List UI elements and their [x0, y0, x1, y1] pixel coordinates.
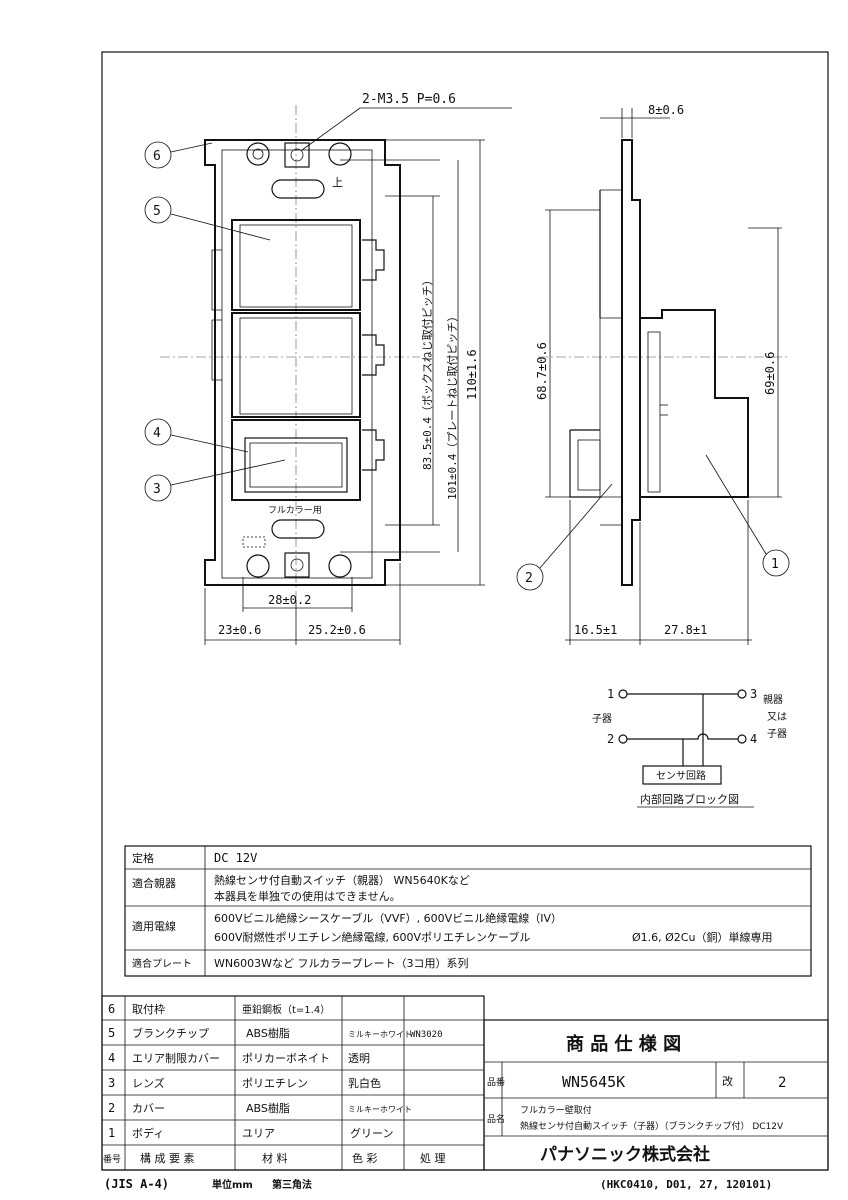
terminal-1: 1	[607, 687, 614, 701]
part-color: グリーン	[350, 1126, 393, 1140]
spec-table: 定格 DC 12V 適合親器 熱線センサ付自動スイッチ（親器） WN5640Kな…	[124, 845, 812, 977]
spec-value-parent-1: 熱線センサ付自動スイッチ（親器） WN5640Kなど	[214, 873, 470, 887]
parent-label-1: 親器	[763, 693, 783, 706]
sensor-circuit-label: センサ回路	[656, 769, 706, 782]
spec-value-parent-2: 本器具を単独での使用はできません。	[214, 889, 401, 903]
spec-label-plate: 適合プレート	[132, 957, 192, 970]
footer-paper: (JIS A-4)	[104, 1177, 169, 1191]
part-material: 亜鉛鋼板（t=1.4）	[242, 1003, 330, 1016]
part-name: 取付枠	[132, 1002, 165, 1016]
part-color: 乳白色	[348, 1076, 381, 1090]
balloon-6: 6	[153, 149, 161, 164]
part-no: 6	[108, 1002, 115, 1016]
dim-width-28: 28±0.2	[268, 593, 311, 607]
balloon-3: 3	[153, 482, 161, 497]
footer-code: (HKC0410, D01, 27, 120101)	[600, 1178, 772, 1191]
spec-value-wire-1: 600Vビニル絶縁シースケーブル（VVF）, 600Vビニル絶縁電線（IV）	[214, 911, 562, 925]
part-no: 1	[108, 1126, 115, 1140]
footer-unit: 単位mm	[212, 1178, 253, 1191]
dim-plate-pitch: 101±0.4（プレートねじ取付ピッチ）	[446, 311, 459, 500]
title-block: 商 品 仕 様 図 品番 WN5645K 改 2 品名 フルカラー壁取付 熱線セ…	[483, 1019, 829, 1171]
balloon-1: 1	[771, 557, 779, 572]
parts-header-color: 色 彩	[352, 1151, 378, 1165]
part-name: ブランクチップ	[132, 1026, 209, 1040]
part-material: ABS樹脂	[246, 1026, 290, 1040]
screw-note: 2-M3.5 P=0.6	[362, 92, 456, 107]
dim-height: 110±1.6	[465, 349, 479, 400]
balloon-2: 2	[525, 571, 533, 586]
dim-box-pitch: 83.5±0.4（ボックスねじ取付ピッチ）	[421, 274, 434, 470]
full-color-label: フルカラー用	[268, 505, 322, 516]
circuit-caption: 内部回路ブロック図	[640, 792, 739, 806]
circuit-block-diagram: 1 2 3 4 センサ回路 子器 親器 又は 子器 内部回路ブロック図	[592, 687, 787, 808]
parent-label-2: 又は	[767, 711, 787, 723]
part-color: ミルキーホワイト	[348, 1030, 412, 1039]
dim-thickness: 8±0.6	[648, 103, 684, 117]
child-label: 子器	[592, 713, 612, 725]
parts-header-no: 番号	[103, 1153, 121, 1165]
part-no: 3	[108, 1076, 115, 1090]
part-no: 2	[108, 1101, 115, 1115]
spec-value-wire-2: 600V耐燃性ポリエチレン絶縁電線, 600Vポリエチレンケーブル	[214, 930, 530, 944]
revision: 2	[778, 1075, 786, 1091]
part-number: WN5645K	[562, 1073, 625, 1091]
part-name: エリア制限カバー	[132, 1052, 220, 1065]
side-view: 8±0.6 68.7±0.6 69±0.6 16.5±1 27.8±1 2 1	[516, 103, 790, 645]
dim-depth-16: 16.5±1	[574, 623, 617, 637]
part-no: 5	[108, 1026, 115, 1040]
dim-width-23: 23±0.6	[218, 623, 261, 637]
spec-value-plate: WN6003Wなど フルカラープレート（3コ用）系列	[214, 956, 468, 970]
part-material: ポリエチレン	[242, 1077, 308, 1090]
footer-projection: 第三角法	[272, 1178, 312, 1191]
balloon-5: 5	[153, 204, 161, 219]
parts-header-finish: 処 理	[420, 1152, 446, 1165]
spec-label-parent: 適合親器	[132, 876, 176, 890]
dim-width-25: 25.2±0.6	[308, 623, 366, 637]
company-name: パナソニック株式会社	[540, 1144, 710, 1165]
dim-depth-27: 27.8±1	[664, 623, 707, 637]
terminal-2: 2	[607, 732, 614, 746]
terminal-3: 3	[750, 687, 757, 701]
parts-table: 6 取付枠 亜鉛鋼板（t=1.4） 5 ブランクチップ ABS樹脂 ミルキーホワ…	[101, 995, 485, 1171]
part-color: ミルキーホワイト	[348, 1105, 412, 1114]
part-material: ABS樹脂	[246, 1101, 290, 1115]
balloon-4: 4	[153, 426, 161, 441]
title: 商 品 仕 様 図	[566, 1033, 681, 1055]
product-name-1: フルカラー壁取付	[520, 1104, 592, 1116]
parts-header-name: 構 成 要 素	[140, 1152, 195, 1165]
part-name: カバー	[132, 1102, 165, 1115]
part-no: 4	[108, 1051, 115, 1065]
part-finish: WN3020	[410, 1030, 443, 1040]
product-name-2: 熱線センサ付自動スイッチ（子器）（ブランクチップ付） DC12V	[520, 1120, 784, 1132]
parent-label-3: 子器	[767, 728, 787, 740]
footer: (JIS A-4) 単位mm 第三角法 (HKC0410, D01, 27, 1…	[104, 1177, 772, 1191]
part-material: ポリカーボネイト	[242, 1052, 330, 1065]
spec-value-rating: DC 12V	[214, 851, 257, 865]
part-color: 透明	[348, 1052, 370, 1065]
dim-side-left: 68.7±0.6	[535, 342, 549, 400]
up-mark: 上	[332, 176, 343, 189]
spec-label-wire: 適用電線	[132, 919, 176, 933]
part-name: ボディ	[132, 1126, 164, 1140]
front-view: 上 フルカラー用 2-M3.5 P=0.6	[144, 92, 512, 645]
dim-side-right: 69±0.6	[763, 352, 777, 395]
parts-header-material: 材 料	[262, 1151, 288, 1165]
sheet-border	[101, 51, 829, 1171]
spec-label-rating: 定格	[132, 851, 154, 865]
terminal-4: 4	[750, 732, 757, 746]
revision-label: 改	[722, 1074, 733, 1088]
part-material: ユリア	[242, 1127, 275, 1140]
spec-value-wire-size: Ø1.6, Ø2Cu（銅）単線専用	[632, 930, 772, 944]
product-name-label: 品名	[487, 1113, 505, 1125]
part-no-label: 品番	[487, 1076, 505, 1088]
part-name: レンズ	[132, 1076, 165, 1090]
